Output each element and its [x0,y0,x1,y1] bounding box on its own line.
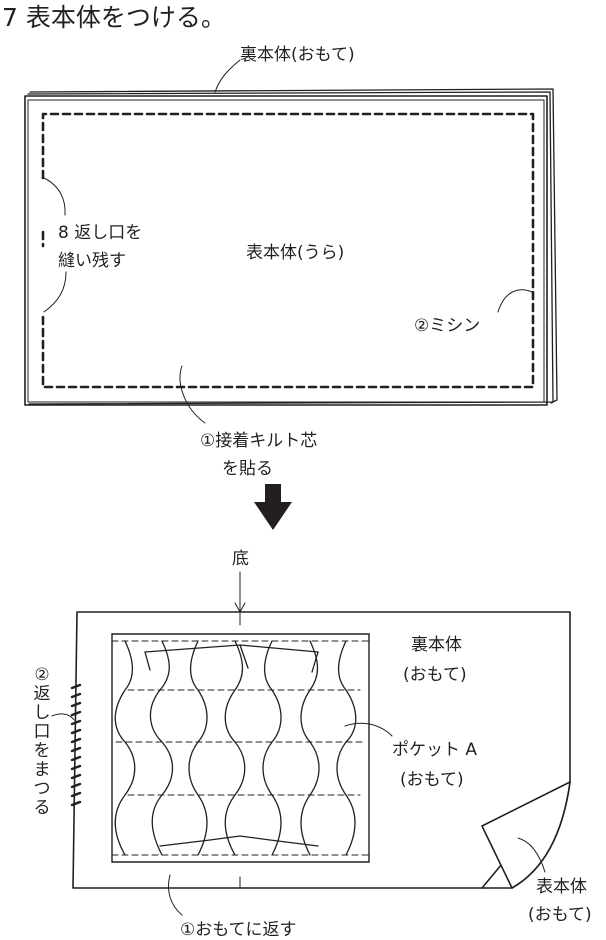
lining-panel [72,611,571,889]
sewing-leader [497,289,533,313]
sewing-label: ②ミシン [414,316,481,336]
gap-leader-top [43,177,66,216]
top-lining-label: 裏本体(おもて) [240,45,355,65]
back-layer-2 [29,88,558,404]
lining-leader [214,59,241,93]
slipstitch-char: ② [34,665,50,685]
gap-label-line2: 縫い残す [58,251,126,271]
quilt-leader [179,365,206,424]
pocket-label-line2: (おもて) [400,770,464,790]
slipstitch-char: ま [33,760,51,780]
slip-stitch-marks [70,683,82,807]
bottom-label: 底 [232,549,249,569]
bottom-lining-label-line1: 裏本体 [411,635,462,655]
outer-label-line2: (おもて) [528,905,592,925]
slipstitch-leader [51,713,75,721]
gap-leader-bottom [43,271,67,313]
slipstitch-label: ② 返 し 口 を ま つ る [32,666,52,818]
pocket-label-line1: ポケット A [392,740,478,760]
quilt-label-line1: ①接着キルト芯 [200,431,318,451]
turn-label: ①おもてに返す [180,920,297,940]
turn-leader [168,874,183,916]
outer-body-label: 表本体(うら) [246,243,345,263]
slipstitch-char: 口 [33,722,51,742]
quilt-label-line2: を貼る [222,459,273,479]
pocket-pleats [114,640,357,856]
back-layer-1 [27,91,554,405]
bottom-lining-label-line2: (おもて) [403,665,467,685]
outer-body-corner [481,781,571,889]
inner-edge [27,99,545,403]
outer-label-leader [517,837,546,873]
slipstitch-char: る [33,798,51,818]
down-arrow [254,484,292,530]
top-figure [24,59,558,424]
slipstitch-char: を [33,741,51,761]
pocket-cross-stitches [115,689,365,796]
outer-label-line1: 表本体 [536,877,587,897]
sewing-seam-line [41,112,535,389]
pocket-leader [344,722,393,737]
slipstitch-char: し [33,703,51,723]
pocket-a [111,633,370,863]
slipstitch-char: 返 [33,684,51,704]
bottom-figure [51,571,571,916]
gap-label-line1: 8 返し口を [58,223,143,243]
slipstitch-char: つ [33,779,51,799]
step-title: 7 表本体をつける。 [2,3,226,32]
outer-body-panel [24,95,548,406]
